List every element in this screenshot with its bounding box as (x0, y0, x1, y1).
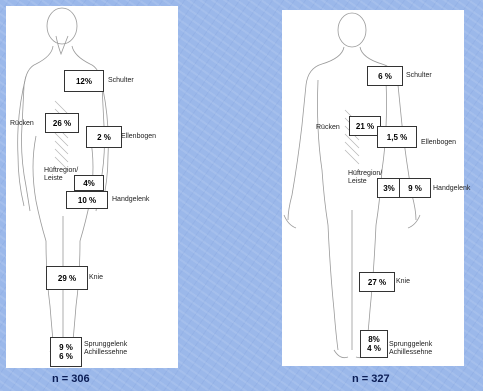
shoulder-label: Schulter (406, 72, 432, 80)
left-figure-panel: 12% Schulter Rücken 26 % 2 % Ellenbogen … (6, 6, 178, 368)
knee-percent-box: 29 % (46, 266, 88, 290)
elbow-percent: 1,5 % (387, 133, 407, 142)
right-figure-panel: 6 % Schulter Rücken 21 % 1,5 % Ellenboge… (282, 10, 464, 366)
knee-label: Knie (396, 278, 410, 286)
knee-label: Knie (89, 274, 103, 282)
knee-percent: 29 % (58, 274, 76, 283)
left-sample-size: n = 306 (52, 373, 90, 385)
hip-percent-box: 4% (74, 175, 104, 191)
achilles-percent: 6 % (59, 352, 73, 361)
elbow-label: Ellenbogen (421, 139, 456, 147)
wrist-label: Handgelenk (112, 196, 149, 204)
elbow-label: Ellenbogen (121, 133, 156, 141)
elbow-percent-box: 1,5 % (377, 126, 417, 148)
back-percent-box: 26 % (45, 113, 79, 133)
shoulder-percent-box: 6 % (367, 66, 403, 86)
knee-percent-box: 27 % (359, 272, 395, 292)
wrist-percent-box: 9 % (399, 178, 431, 198)
right-sample-size: n = 327 (352, 373, 390, 385)
hip-percent-box: 3% (377, 178, 401, 198)
ankle-percent-box: 8% 4 % (360, 330, 388, 358)
elbow-percent: 2 % (97, 133, 111, 142)
knee-percent: 27 % (368, 278, 386, 287)
achilles-label: Achillessehne (389, 349, 432, 357)
shoulder-percent-box: 12% (64, 70, 104, 92)
ankle-label: Sprunggelenk (84, 341, 127, 349)
back-label: Rücken (10, 120, 34, 128)
ankle-percent: 9 % (59, 343, 73, 352)
back-label: Rücken (316, 124, 340, 132)
back-percent: 21 % (356, 122, 374, 131)
elbow-percent-box: 2 % (86, 126, 122, 148)
ankle-percent-box: 9 % 6 % (50, 337, 82, 367)
hip-percent: 4% (83, 179, 95, 188)
wrist-percent: 9 % (408, 184, 422, 193)
wrist-percent: 10 % (78, 196, 96, 205)
wrist-label: Handgelenk (433, 185, 470, 193)
achilles-label: Achillessehne (84, 349, 127, 357)
wrist-percent-box: 10 % (66, 191, 108, 209)
back-percent: 26 % (53, 119, 71, 128)
shoulder-label: Schulter (108, 77, 134, 85)
ankle-percent: 8% (368, 335, 380, 344)
ankle-label: Sprunggelenk (389, 341, 432, 349)
achilles-percent: 4 % (367, 344, 381, 353)
shoulder-percent: 6 % (378, 72, 392, 81)
shoulder-percent: 12% (76, 77, 92, 86)
hip-percent: 3% (383, 184, 395, 193)
